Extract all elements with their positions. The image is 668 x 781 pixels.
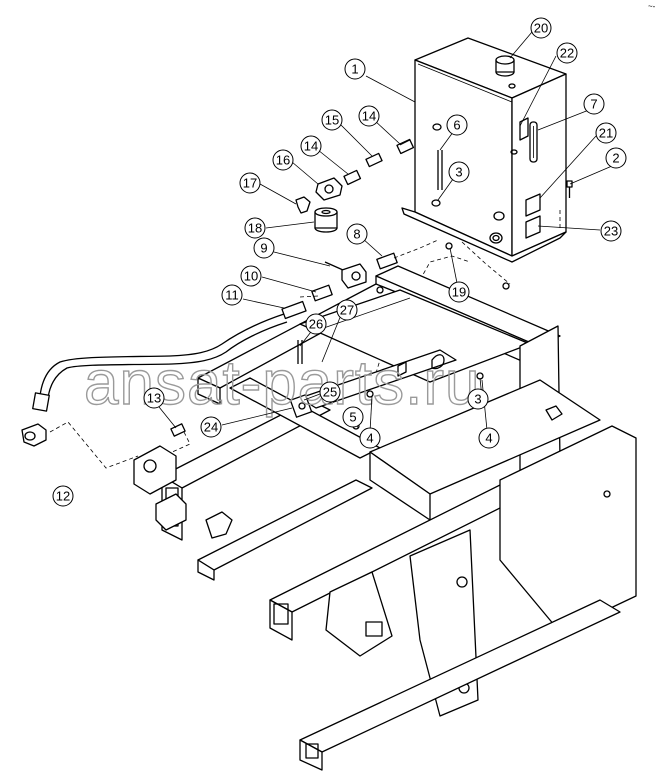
callout-4-left: 4 — [359, 427, 381, 449]
callout-15: 15 — [321, 109, 343, 131]
svg-text:3: 3 — [455, 165, 462, 180]
callout-17: 17 — [239, 172, 261, 194]
svg-text:27: 27 — [340, 303, 354, 318]
fittings-group — [295, 138, 415, 233]
callout-12: 12 — [52, 485, 74, 507]
svg-text:16: 16 — [276, 153, 290, 168]
elbow-17 — [295, 196, 311, 214]
callout-14-lower: 14 — [300, 135, 322, 157]
callout-16: 16 — [272, 149, 294, 171]
svg-text:9: 9 — [260, 241, 267, 256]
nipple-10 — [311, 284, 333, 302]
corner-mark: ~- — [648, 2, 656, 11]
svg-text:19: 19 — [452, 285, 466, 300]
filter-head-16 — [315, 177, 343, 201]
svg-text:11: 11 — [225, 288, 239, 303]
callouts: 1 2 3 3 4 4 5 6 7 8 9 10 11 12 13 14 14 … — [52, 17, 627, 507]
callout-5: 5 — [342, 406, 364, 428]
svg-text:21: 21 — [599, 126, 613, 141]
callout-14-upper: 14 — [358, 105, 380, 127]
callout-22: 22 — [556, 42, 578, 64]
svg-text:5: 5 — [349, 410, 356, 425]
callout-13: 13 — [143, 387, 165, 409]
watermark: ansat-parts.ru — [84, 349, 481, 418]
nipple-14-upper — [396, 138, 415, 155]
machine-frame — [133, 242, 637, 771]
svg-text:2: 2 — [612, 151, 619, 166]
svg-text:18: 18 — [248, 221, 262, 236]
callout-9: 9 — [253, 237, 275, 259]
callout-10: 10 — [240, 265, 262, 287]
svg-text:6: 6 — [453, 118, 460, 133]
svg-text:15: 15 — [325, 113, 339, 128]
callout-20: 20 — [530, 17, 552, 39]
svg-text:14: 14 — [304, 139, 318, 154]
leader-lines — [154, 31, 613, 433]
callout-6: 6 — [446, 114, 468, 136]
callout-3-tank: 3 — [448, 161, 470, 183]
pump-assembly — [133, 445, 233, 539]
callout-3-frame: 3 — [467, 388, 489, 410]
elbow-12 — [21, 423, 47, 447]
callout-1: 1 — [344, 58, 366, 80]
svg-text:20: 20 — [534, 21, 548, 36]
callout-11: 11 — [221, 284, 243, 306]
nipple-14-lower — [343, 169, 362, 186]
callout-18: 18 — [244, 217, 266, 239]
ball-valve-9 — [324, 261, 367, 289]
svg-text:22: 22 — [560, 46, 574, 61]
plug-15 — [365, 152, 383, 168]
hydraulic-tank — [401, 37, 567, 263]
svg-text:7: 7 — [590, 97, 597, 112]
svg-text:4: 4 — [485, 431, 492, 446]
callout-7: 7 — [583, 93, 605, 115]
svg-text:4: 4 — [366, 431, 373, 446]
svg-text:12: 12 — [56, 489, 70, 504]
callout-27: 27 — [336, 299, 358, 321]
filter-18 — [314, 207, 338, 233]
callout-23: 23 — [600, 220, 622, 242]
svg-text:10: 10 — [244, 269, 258, 284]
svg-text:26: 26 — [309, 317, 323, 332]
svg-text:8: 8 — [353, 227, 360, 242]
hose-11 — [32, 300, 307, 412]
svg-text:14: 14 — [362, 109, 376, 124]
svg-text:23: 23 — [604, 224, 618, 239]
callout-24: 24 — [200, 416, 222, 438]
callout-19: 19 — [448, 281, 470, 303]
callout-2: 2 — [605, 147, 627, 169]
svg-text:1: 1 — [351, 62, 358, 77]
nipple-8 — [376, 252, 398, 270]
callout-25: 25 — [319, 381, 341, 403]
fitting-13 — [170, 423, 186, 437]
svg-text:17: 17 — [243, 176, 257, 191]
callout-26: 26 — [305, 313, 327, 335]
svg-text:3: 3 — [474, 392, 481, 407]
svg-text:13: 13 — [147, 391, 161, 406]
callout-21: 21 — [595, 122, 617, 144]
callout-4-right: 4 — [478, 427, 500, 449]
callout-8: 8 — [346, 223, 368, 245]
svg-text:24: 24 — [204, 420, 218, 435]
screw-2 — [566, 180, 573, 198]
svg-text:25: 25 — [323, 385, 337, 400]
